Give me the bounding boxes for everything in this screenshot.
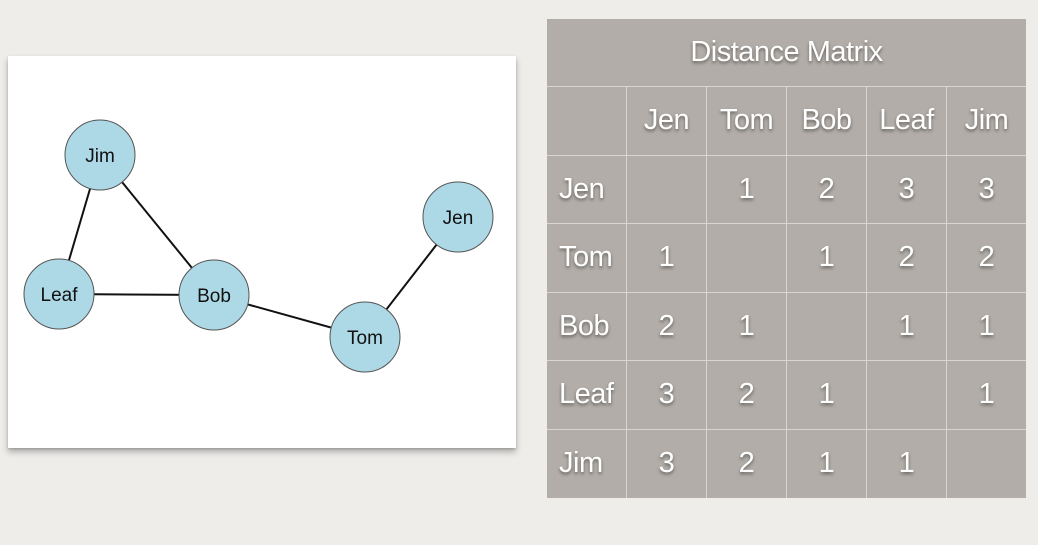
node-leaf: Leaf: [23, 258, 95, 330]
column-header-jen: Jen: [627, 87, 707, 156]
node-tom: Tom: [329, 301, 401, 373]
matrix-cell: 2: [787, 155, 867, 224]
matrix-cell: 1: [947, 293, 1026, 361]
matrix-cell: 3: [627, 361, 707, 430]
row-header-tom: Tom: [547, 224, 627, 293]
matrix-cell: 2: [627, 292, 707, 361]
node-circle: [178, 259, 250, 331]
matrix-corner-cell: [547, 87, 627, 156]
column-header-leaf: Leaf: [867, 87, 947, 156]
matrix-cell: 3: [867, 155, 947, 224]
matrix-cell: 1: [627, 224, 707, 293]
matrix-cell: 2: [867, 224, 947, 293]
node-circle: [329, 301, 401, 373]
row-header-jim: Jim: [547, 429, 627, 498]
matrix-cell: [787, 292, 867, 361]
column-header-jim: Jim: [947, 87, 1026, 156]
node-bob: Bob: [178, 259, 250, 331]
matrix-cell: 1: [707, 292, 787, 361]
matrix-cell: 1: [787, 429, 867, 498]
node-circle: [64, 119, 136, 191]
row-header-jen: Jen: [547, 155, 627, 224]
matrix-cell: [627, 155, 707, 224]
row-header-bob: Bob: [547, 292, 627, 361]
matrix-cell: [707, 224, 787, 293]
matrix-cell: 3: [627, 429, 707, 498]
matrix-cell: [867, 361, 947, 430]
matrix-cell: 1: [947, 361, 1026, 430]
node-jim: Jim: [64, 119, 136, 191]
node-label: Jim: [85, 146, 115, 167]
matrix-cell: [947, 430, 1026, 499]
node-circle: [422, 181, 494, 253]
matrix-cell: 1: [867, 429, 947, 498]
node-jen: Jen: [422, 181, 494, 253]
node-label: Jen: [443, 208, 474, 229]
matrix-cell: 2: [707, 361, 787, 430]
column-header-bob: Bob: [787, 87, 867, 156]
node-label: Tom: [347, 328, 383, 349]
matrix-title: Distance Matrix: [547, 19, 1026, 87]
row-header-leaf: Leaf: [547, 361, 627, 430]
node-circle: [23, 258, 95, 330]
node-label: Bob: [197, 286, 231, 307]
matrix-cell: 2: [947, 224, 1026, 293]
matrix-cell: 1: [787, 361, 867, 430]
matrix-cell: 1: [707, 155, 787, 224]
matrix-cell: 1: [787, 224, 867, 293]
matrix-cell: 1: [867, 292, 947, 361]
matrix-cell: 3: [947, 156, 1026, 224]
node-label: Leaf: [41, 285, 79, 306]
column-header-tom: Tom: [707, 87, 787, 156]
matrix-cell: 2: [707, 429, 787, 498]
